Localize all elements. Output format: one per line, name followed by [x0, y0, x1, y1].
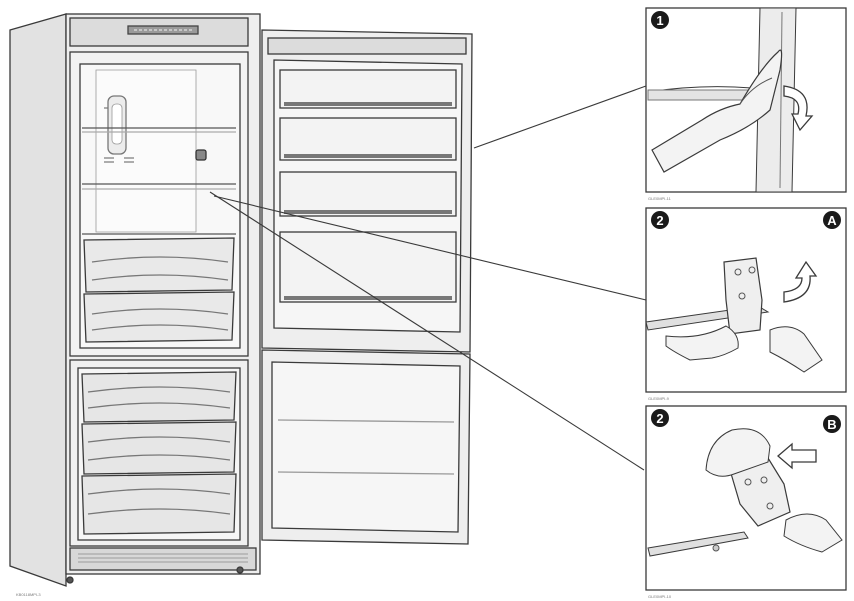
freezer-door-open [261, 349, 471, 545]
step-b-letter: B [827, 417, 836, 432]
fridge-door-open [261, 29, 473, 353]
door-balcony-2 [279, 117, 457, 161]
detail-panel-2b: 2 B [645, 405, 847, 591]
fridge-foot-left [66, 576, 74, 584]
control-display [127, 25, 199, 35]
panel1-caption: GLE0MPI-11 [648, 196, 672, 201]
curved-arrow-icon [783, 85, 814, 132]
freezer-drawer-1 [81, 371, 237, 423]
door-balcony-3 [279, 171, 457, 217]
hand-top [705, 428, 771, 477]
door-balcony-4 [279, 231, 457, 303]
step-2b-number: 2 [656, 411, 663, 426]
step-2-badge [651, 211, 669, 229]
hand-left [665, 325, 739, 361]
left-arrow-icon [777, 442, 817, 470]
crisper-drawer-2 [83, 291, 235, 343]
shelf-bracket [723, 257, 763, 335]
thermostat-knob [195, 149, 207, 161]
glass-shelf-1 [82, 127, 236, 133]
fridge-caption: KB0118MPI-3 [16, 592, 41, 597]
hand [651, 49, 783, 173]
fridge-cabinet [9, 13, 261, 587]
detail-panel-1: 1 [645, 7, 847, 193]
step-a-letter: A [827, 213, 837, 228]
freezer-drawer-3 [81, 473, 237, 535]
hand-right [783, 513, 843, 553]
cabinet-side-panel [9, 13, 67, 587]
glass-shelf-2 [82, 183, 236, 190]
step-1-badge [651, 11, 669, 29]
crisper-drawer-1 [83, 237, 235, 293]
step-2a-number: 2 [656, 213, 663, 228]
curved-arrow-icon [783, 260, 818, 303]
step-b-badge [823, 415, 841, 433]
freezer-drawer-2 [81, 421, 237, 475]
step-1-number: 1 [656, 13, 663, 28]
detail-panel-2a: 2 A [645, 207, 847, 393]
panel3-caption: GLE0MPI-10 [648, 594, 672, 599]
plinth [69, 547, 257, 571]
callout-lines [209, 85, 647, 471]
panel2-caption: GLE0MPI-9 [648, 396, 670, 401]
step-2-badge [651, 409, 669, 427]
fridge-foot-right [236, 566, 244, 574]
door-balcony-1 [279, 69, 457, 109]
hand-right [769, 326, 823, 373]
step-a-badge [823, 211, 841, 229]
